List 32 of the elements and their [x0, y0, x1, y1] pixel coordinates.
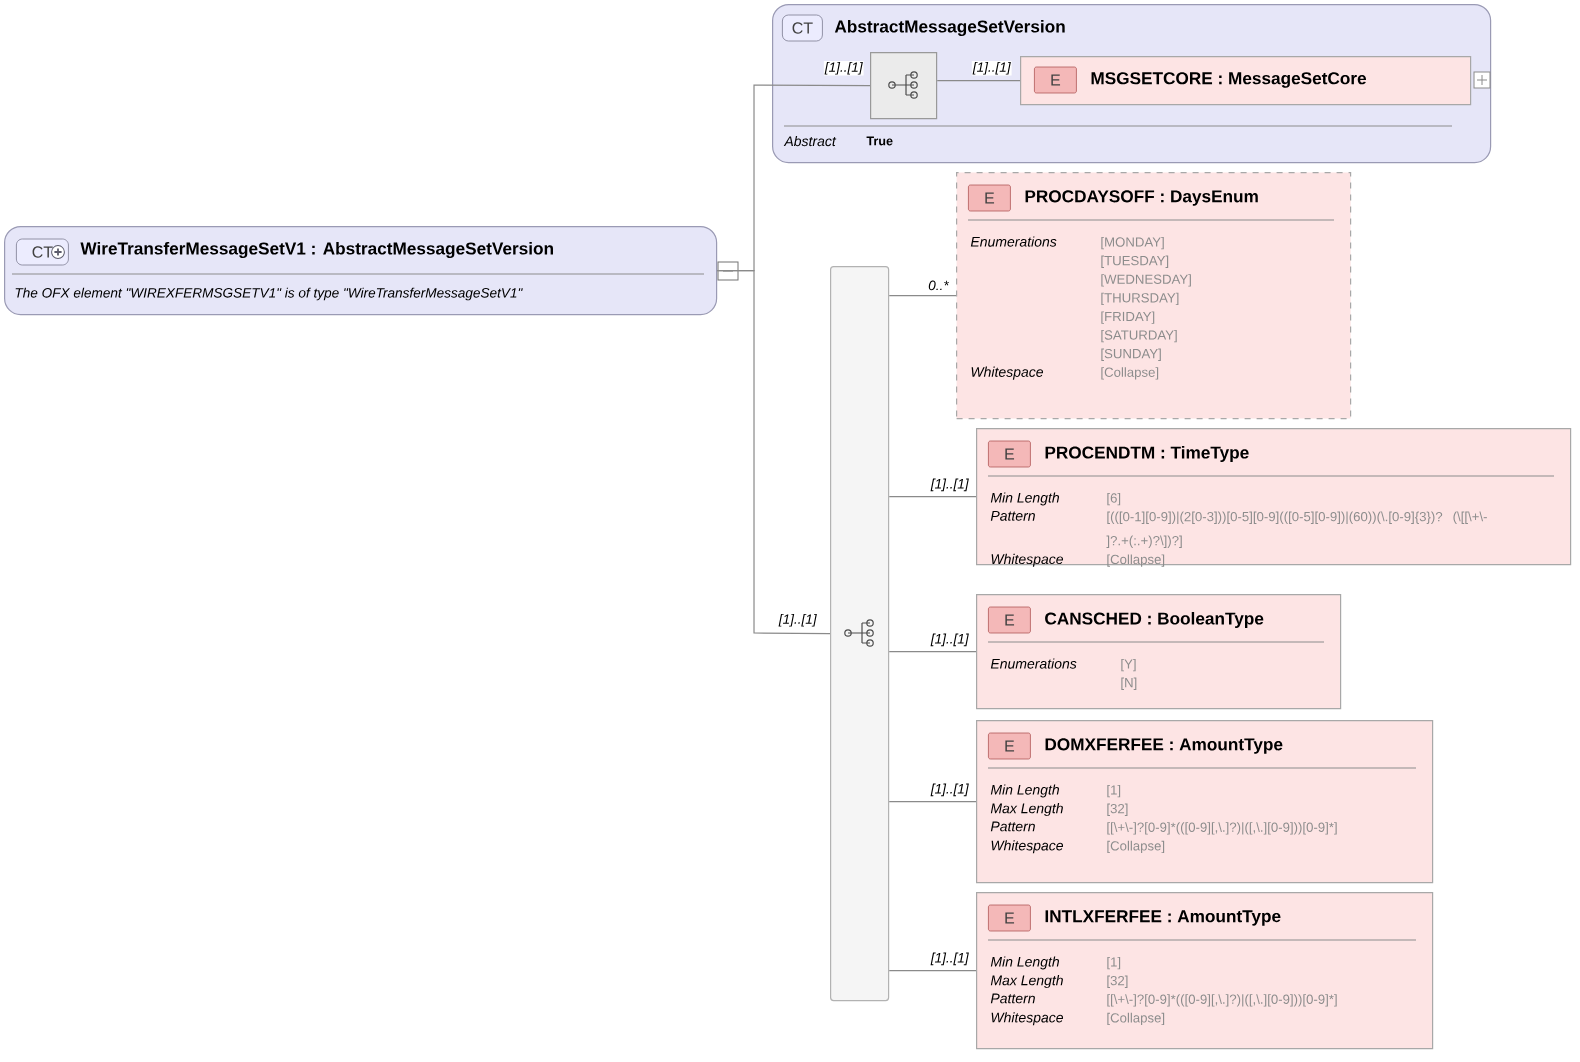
- sequence-bar: [830, 266, 890, 1002]
- element-title: INTLXFERFEE : AmountType: [1045, 910, 1281, 926]
- element-title: PROCENDTM : TimeType: [1045, 446, 1249, 463]
- type-badge: CT: [782, 14, 823, 42]
- element-box: [956, 172, 1352, 420]
- element-badge: E: [988, 732, 1031, 760]
- type-badge: CT: [16, 238, 69, 266]
- connector: [888, 651, 977, 653]
- connector: [716, 270, 831, 635]
- element-box: [1020, 56, 1472, 106]
- element-box: [976, 720, 1434, 884]
- connector: [888, 801, 977, 803]
- type-title: WireTransferMessageSetV1 : AbstractMessageSetVersion: [80, 241, 553, 259]
- element-box: [976, 892, 1434, 1050]
- element-title: PROCDAYSOFF : DaysEnum: [1025, 190, 1258, 206]
- element-box: [976, 594, 1342, 710]
- connector: [936, 80, 1021, 82]
- connector: [888, 295, 957, 297]
- element-badge: E: [988, 904, 1031, 932]
- element-badge: E: [968, 184, 1011, 212]
- element-box: [976, 428, 1572, 567]
- connector: [888, 970, 977, 972]
- element-title: DOMXFERFEE : AmountType: [1045, 738, 1283, 754]
- type-title: AbstractMessageSetVersion: [834, 19, 1065, 37]
- element-badge: E: [988, 606, 1031, 634]
- connector: [888, 496, 977, 498]
- element-badge: E: [988, 440, 1031, 468]
- element-title: CANSCHED : BooleanType: [1045, 612, 1264, 629]
- element-badge: E: [1034, 66, 1077, 94]
- sequence-box: [870, 52, 938, 120]
- element-title: MSGSETCORE : MessageSetCore: [1091, 72, 1366, 88]
- complex-type-box: [4, 226, 718, 316]
